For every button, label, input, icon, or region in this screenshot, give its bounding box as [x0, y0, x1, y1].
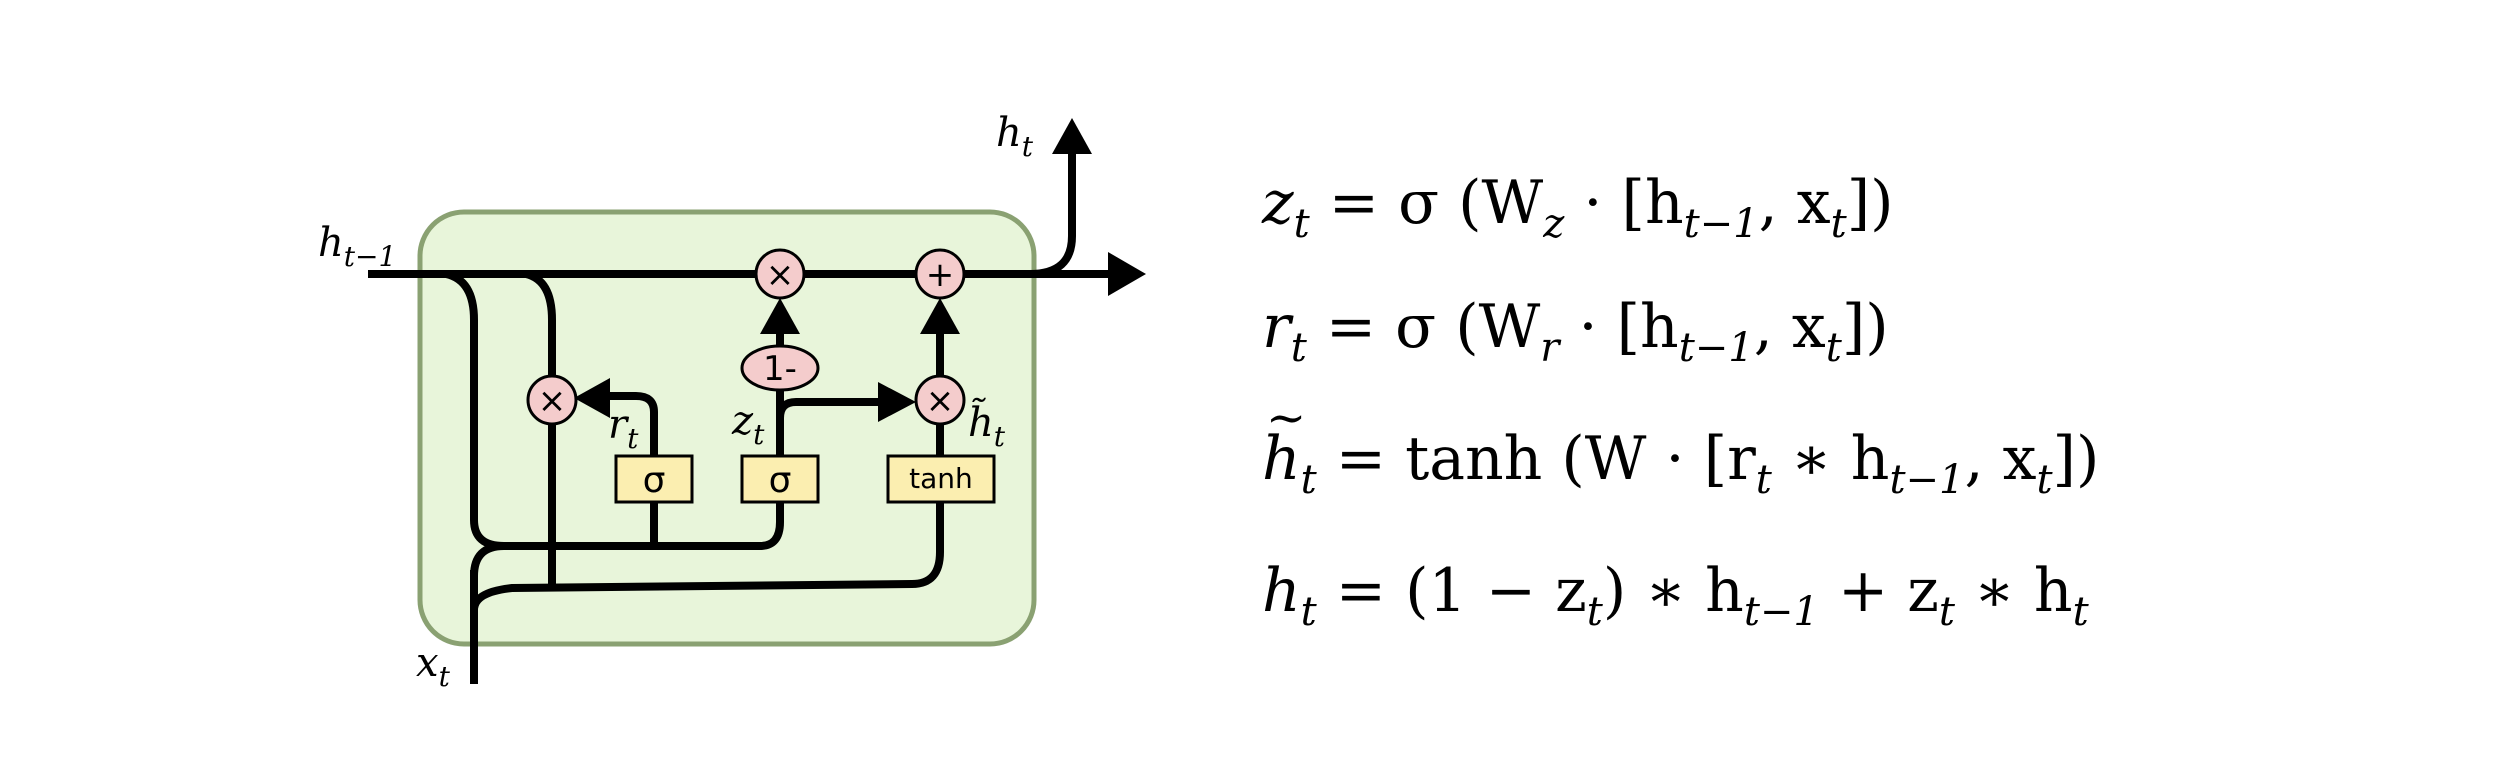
mult-top-symbol: × [766, 255, 795, 295]
equation-hidden-state: ht = (1 − zt) ∗ ht−1 + zt ∗ ht [1262, 556, 2089, 635]
h-out-label: ht [996, 110, 1034, 163]
eq3-part-b: , x [1964, 424, 2037, 494]
eq4-rhs: = (1 − z [1316, 556, 1587, 626]
eq4-part-b: + z [1818, 556, 1939, 626]
eq1-part-c: ]) [1846, 168, 1894, 238]
eq2-lhs: r [1262, 292, 1291, 362]
reset-gate-label: σ [643, 460, 666, 501]
xt-to-candidate-wire [470, 502, 944, 611]
eq3-rhs: = tanh (W · [r [1316, 424, 1756, 494]
eq2-part-c: ]) [1841, 292, 1889, 362]
hprev-branch-inner [524, 270, 556, 586]
mult-top-op [754, 248, 806, 300]
update-cand-arrow [878, 382, 916, 422]
eq2-x-sub: t [1825, 325, 1842, 371]
mult-cand-op [914, 374, 966, 426]
update-gate-box [740, 454, 820, 504]
reset-gate-box [614, 454, 694, 504]
h-candidate-label: h̃t [968, 397, 1006, 453]
mult-reset-op [526, 374, 578, 426]
add-top-op [914, 248, 966, 300]
mult-reset-symbol: × [538, 381, 567, 421]
reset-arrow [574, 378, 610, 418]
hprev-branch-outer [444, 270, 505, 550]
eq4-tail: ∗ h [1955, 556, 2073, 626]
equation-candidate-state: ht = tanh (W · [rt ∗ ht−1, xt]) [1262, 390, 2100, 503]
ht-up-arrow [1052, 118, 1092, 154]
candidate-gate-box [886, 454, 996, 504]
eq4-tail-sub: t [2072, 589, 2089, 635]
eq4-lhs-sub: t [1300, 589, 1317, 635]
one-minus-symbol: 1- [763, 349, 797, 389]
eq1-w-sub: z [1543, 201, 1565, 247]
eq3-part-a: ∗ h [1771, 424, 1890, 494]
h-prev-label: ht−1 [318, 220, 396, 273]
equation-reset-gate: rt = σ (Wr · [ht−1, xt]) [1262, 292, 1889, 371]
z-label: zt [731, 398, 765, 451]
r-label: rt [608, 402, 639, 455]
eq1-h-sub: t−1 [1683, 201, 1759, 247]
gru-cell-body [417, 209, 1037, 647]
eq4-h-sub: t−1 [1743, 589, 1819, 635]
eq1-lhs: z [1262, 168, 1294, 238]
eq4-z-sub: t [1586, 589, 1603, 635]
eq3-lhs-sub: t [1300, 457, 1317, 503]
update-gate-label: σ [769, 460, 792, 501]
xt-to-gates-wire [470, 502, 784, 577]
eq2-h-sub: t−1 [1678, 325, 1754, 371]
equation-update-gate: zt = σ (Wz · [ht−1, xt]) [1262, 168, 1894, 247]
eq2-part-a: · [h [1559, 292, 1679, 362]
eq3-h-sub: t−1 [1889, 457, 1965, 503]
reset-to-mult-wire [606, 392, 658, 458]
candidate-gate-label: tanh [909, 462, 973, 495]
eq1-rhs: = σ (W [1309, 168, 1544, 238]
add-top-symbol: + [926, 255, 955, 295]
one-minus-arrow [760, 298, 800, 334]
eq4-part-c: ∗ h [1954, 556, 2073, 626]
ht-up-wire [1029, 152, 1076, 278]
eq3-part-c: ]) [2052, 424, 2100, 494]
eq2-w-sub: r [1540, 325, 1560, 371]
eq4-lhs: h [1262, 556, 1301, 626]
update-to-cand-mult-wire [776, 398, 884, 426]
eq4-z2-sub: t [1938, 589, 1955, 635]
eq3-lhs: h [1262, 390, 1306, 494]
eq1-x-sub: t [1830, 201, 1847, 247]
one-minus-op [740, 344, 820, 392]
eq1-lhs-sub: t [1293, 201, 1310, 247]
eq1-part-a: · [h [1564, 168, 1684, 238]
mult-cand-symbol: × [926, 381, 955, 421]
eq2-part-b: , x [1753, 292, 1826, 362]
eq3-x-sub: t [2036, 457, 2053, 503]
x-in-label: xt [416, 640, 451, 693]
eq2-rhs: = σ (W [1306, 292, 1541, 362]
cand-add-arrow [920, 298, 960, 334]
eq2-lhs-sub: t [1290, 325, 1307, 371]
eq3-r-sub: t [1755, 457, 1772, 503]
eq4-part-a: ) ∗ h [1602, 556, 1744, 626]
eq1-part-b: , x [1758, 168, 1831, 238]
output-arrow-right [1108, 252, 1146, 296]
